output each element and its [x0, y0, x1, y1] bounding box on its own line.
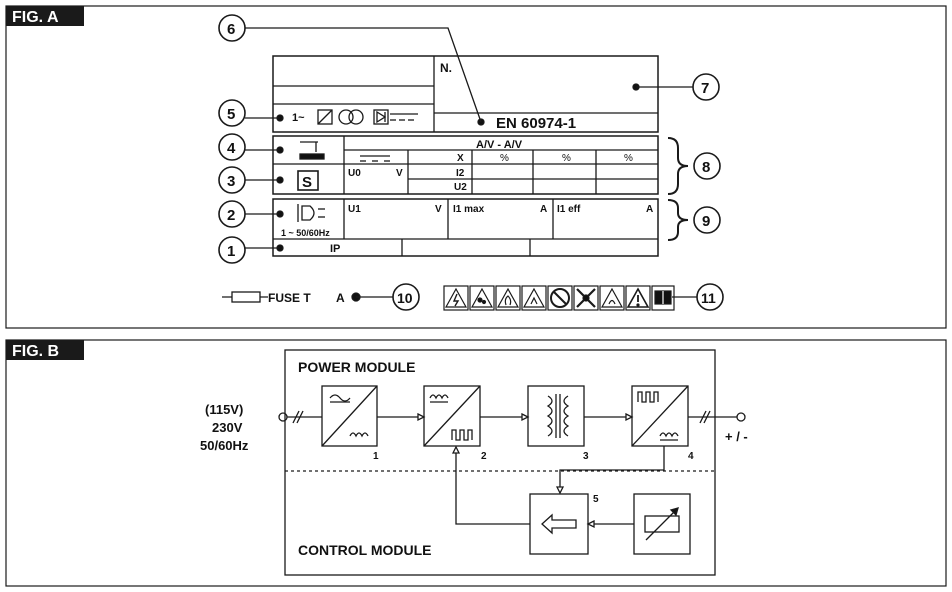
input-voltage-115: (115V)	[205, 402, 243, 417]
output-polarity: + / -	[725, 429, 748, 444]
percent-label: %	[562, 153, 571, 164]
block-transformer: 3	[527, 385, 589, 462]
fuse-label: FUSE T	[268, 291, 311, 305]
block-number-4: 4	[688, 451, 694, 462]
output-current-label: I2	[456, 168, 465, 179]
rectifier-icon	[373, 109, 389, 125]
fuse-icon	[231, 291, 261, 303]
volt-unit: V	[396, 168, 403, 179]
converter-symbols: 1~	[276, 109, 418, 125]
percent-label: %	[500, 153, 509, 164]
percent-label: %	[624, 153, 633, 164]
callout-9: 9	[702, 213, 710, 230]
no-heart-icon	[573, 285, 599, 311]
block-adjustment	[633, 493, 691, 555]
standard-label: EN 60974-1	[496, 115, 576, 132]
callout-2: 2	[227, 207, 235, 224]
max-input-current-label: I1 max	[453, 204, 485, 215]
fuse-unit: A	[336, 291, 345, 305]
callout-7: 7	[701, 80, 709, 97]
callout-10: 10	[397, 290, 413, 306]
input-voltage-label: U1	[348, 204, 361, 215]
s-mark-icon	[297, 170, 319, 191]
brace-8	[667, 137, 689, 195]
fig-b-label: FIG. B	[12, 343, 59, 360]
input-terminal	[278, 412, 288, 422]
fire-icon	[495, 285, 521, 311]
fuse-rating: FUSE T A	[222, 291, 393, 305]
explosion-icon	[521, 285, 547, 311]
output-voltage-label: U2	[454, 182, 467, 193]
control-module-label: CONTROL MODULE	[298, 542, 432, 558]
welding-torch-icon	[276, 141, 325, 160]
manual-icon	[651, 285, 675, 311]
rating-plate: N. EN 60974-1 1~	[272, 55, 659, 257]
callout-11: 11	[701, 290, 716, 306]
fig-a-label: FIG. A	[12, 9, 59, 26]
serial-number-label: N.	[440, 61, 452, 75]
mains-plug-icon	[276, 204, 325, 222]
amp-unit: A	[646, 204, 653, 215]
volt-unit: V	[435, 204, 442, 215]
callout-1: 1	[227, 243, 235, 260]
block-number-5: 5	[593, 494, 599, 505]
s-mark-label: S	[302, 174, 312, 191]
input-frequency: 50/60Hz	[200, 438, 249, 453]
block-number-2: 2	[481, 451, 487, 462]
frequency-converter-icon	[317, 109, 333, 125]
transformer-icon	[338, 109, 354, 125]
ip-rating-label: IP	[330, 243, 340, 255]
no-load-voltage-label: U0	[348, 168, 361, 179]
callouts: 6 7 5 4 3 2 1 8 9	[218, 14, 724, 311]
block-number-1: 1	[373, 451, 379, 462]
output-terminal	[736, 412, 746, 422]
brace-9	[667, 199, 689, 241]
radiation-icon	[599, 285, 625, 311]
input-voltage-230: 230V	[212, 420, 243, 435]
warning-icons	[443, 285, 675, 311]
electric-shock-icon	[443, 285, 469, 311]
av-header: A/V - A/V	[476, 139, 523, 151]
warning-icon	[625, 285, 651, 311]
fig-a: FIG. A N. EN 60974-1 1~	[5, 5, 947, 329]
block-rectifier: 1	[321, 385, 379, 462]
effective-input-current-label: I1 eff	[557, 204, 581, 215]
block-inverter: 2	[423, 385, 487, 462]
power-module-label: POWER MODULE	[298, 359, 415, 375]
callout-6: 6	[227, 21, 235, 38]
duty-cycle-label: X	[457, 153, 464, 164]
block-output-rectifier: 4	[631, 385, 694, 462]
callout-8: 8	[702, 159, 710, 176]
callout-4: 4	[227, 140, 236, 157]
callout-3: 3	[227, 173, 235, 190]
fig-b: FIG. B POWER MODULE CONTROL MODULE (115V…	[5, 339, 947, 587]
single-phase-symbol: 1~	[292, 112, 305, 124]
fumes-icon	[469, 285, 495, 311]
block-number-3: 3	[583, 451, 589, 462]
callout-5: 5	[227, 106, 235, 123]
pacemaker-prohibited-icon	[547, 285, 573, 311]
module-frame	[284, 349, 716, 576]
amp-unit: A	[540, 204, 547, 215]
supply-label: 1 ~ 50/60Hz	[281, 228, 330, 238]
